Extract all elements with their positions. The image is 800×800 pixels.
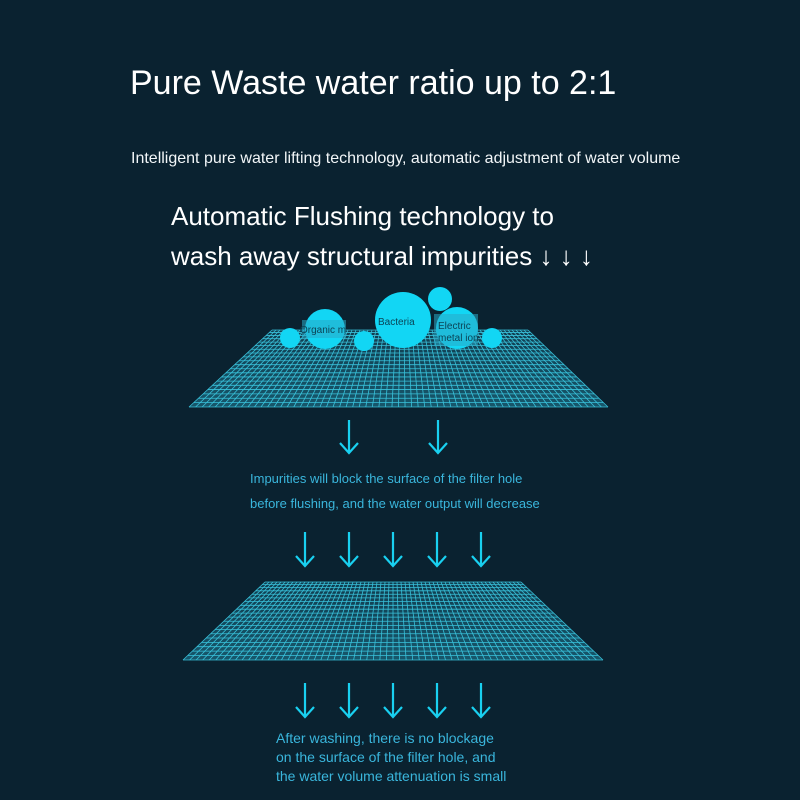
- section-heading-line-1: Automatic Flushing technology to: [171, 201, 554, 231]
- bubble-icon: [280, 328, 300, 348]
- caption-before-flushing: Impurities will block the surface of the…: [250, 466, 540, 516]
- caption-after-line-1: After washing, there is no blockage: [276, 730, 494, 746]
- bubble-icon: [375, 292, 431, 348]
- flow-arrows-after: [295, 683, 491, 719]
- bubble-icon: [482, 328, 502, 348]
- filter-mesh-blocked: [188, 329, 609, 408]
- down-arrow-icon: [383, 532, 403, 568]
- particle-label-organic: Organic m: [300, 325, 346, 336]
- caption-before-line-1: Impurities will block the surface of the…: [250, 471, 523, 486]
- bubble-icon: [354, 331, 374, 351]
- down-arrow-icon: [471, 683, 491, 719]
- down-arrow-icon: [339, 683, 359, 719]
- filter-mesh-clean: [182, 581, 604, 661]
- particle-label-metal-ion: metal ion: [438, 333, 479, 344]
- flow-arrows-before: [339, 420, 448, 455]
- impurity-particles: Organic m Bacteria Electric metal ion: [280, 287, 502, 351]
- caption-after-washing: After washing, there is no blockage on t…: [276, 729, 506, 786]
- section-heading-line-2: wash away structural impurities ↓ ↓ ↓: [171, 241, 593, 271]
- particle-label-electric: Electric: [438, 321, 471, 332]
- down-arrow-icon: [471, 532, 491, 568]
- down-arrow-icon: [339, 532, 359, 568]
- down-arrow-icon: [427, 532, 447, 568]
- flow-arrows-flushing: [295, 532, 491, 568]
- particle-label-bacteria: Bacteria: [378, 317, 415, 328]
- caption-after-line-3: the water volume attenuation is small: [276, 768, 507, 784]
- bubble-icon: [428, 287, 452, 311]
- page-title: Pure Waste water ratio up to 2:1: [130, 64, 617, 102]
- down-arrow-icon: [339, 420, 359, 455]
- page-subtitle: Intelligent pure water lifting technolog…: [131, 150, 681, 167]
- section-heading: Automatic Flushing technology to wash aw…: [171, 196, 593, 276]
- down-arrow-icon: [295, 683, 315, 719]
- down-arrow-icon: [427, 683, 447, 719]
- caption-before-line-2: before flushing, and the water output wi…: [250, 496, 540, 511]
- caption-after-line-2: on the surface of the filter hole, and: [276, 749, 496, 765]
- down-arrow-icon: [383, 683, 403, 719]
- down-arrow-icon: [428, 420, 448, 455]
- down-arrow-icon: [295, 532, 315, 568]
